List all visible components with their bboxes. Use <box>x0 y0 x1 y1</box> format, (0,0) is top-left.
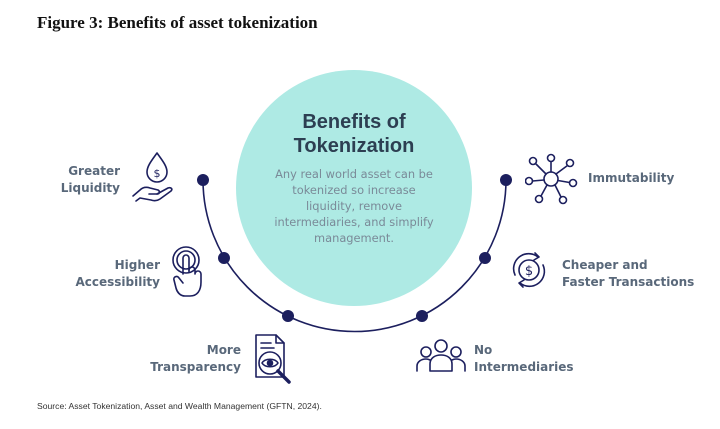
dot-greater-liquidity <box>197 174 209 186</box>
svg-text:$: $ <box>525 264 533 279</box>
touch-tap-icon <box>172 246 202 297</box>
document-eye-icon <box>255 334 291 384</box>
higher-accessibility-line1: Higher <box>114 258 160 272</box>
svg-text:$: $ <box>154 167 161 180</box>
label-higher-accessibility: Higher Accessibility <box>60 257 160 291</box>
no-intermediaries-line1: No <box>474 343 493 357</box>
more-transparency-line1: More <box>206 343 241 357</box>
dollar-cycle-icon: $ <box>512 252 546 288</box>
higher-accessibility-line2: Accessibility <box>75 275 160 289</box>
label-more-transparency: More Transparency <box>140 342 241 376</box>
no-intermediaries-line2: Intermediaries <box>474 360 574 374</box>
label-no-intermediaries: No Intermediaries <box>474 342 594 376</box>
arc-line <box>202 179 507 333</box>
hand-dollar-drop-icon: $ <box>132 152 173 202</box>
more-transparency-line2: Transparency <box>150 360 241 374</box>
dot-cheaper-faster <box>479 252 491 264</box>
dot-immutability <box>500 174 512 186</box>
center-circle <box>236 70 472 306</box>
figure-title: Figure 3: Benefits of asset tokenization <box>37 13 318 32</box>
greater-liquidity-line2: Liquidity <box>60 181 120 195</box>
dot-no-intermediaries <box>416 310 428 322</box>
label-cheaper-faster: Cheaper and Faster Transactions <box>562 257 712 291</box>
center-description: Any real world asset can be tokenized so… <box>274 167 434 245</box>
dot-higher-accessibility <box>218 252 230 264</box>
dot-more-transparency <box>282 310 294 322</box>
center-title: Benefits of Tokenization <box>236 110 472 158</box>
label-immutability: Immutability <box>588 170 698 187</box>
center-title-line2: Tokenization <box>293 135 415 157</box>
center-title-line1: Benefits of <box>302 111 406 133</box>
label-greater-liquidity: Greater Liquidity <box>30 163 120 197</box>
source-note: Source: Asset Tokenization, Asset and We… <box>37 401 322 411</box>
cheaper-faster-line2: Faster Transactions <box>562 275 695 289</box>
people-group-icon <box>416 339 466 372</box>
cheaper-faster-line1: Cheaper and <box>562 258 648 272</box>
immutability-line1: Immutability <box>588 171 675 185</box>
network-nodes-icon <box>525 153 578 205</box>
greater-liquidity-line1: Greater <box>68 164 120 178</box>
